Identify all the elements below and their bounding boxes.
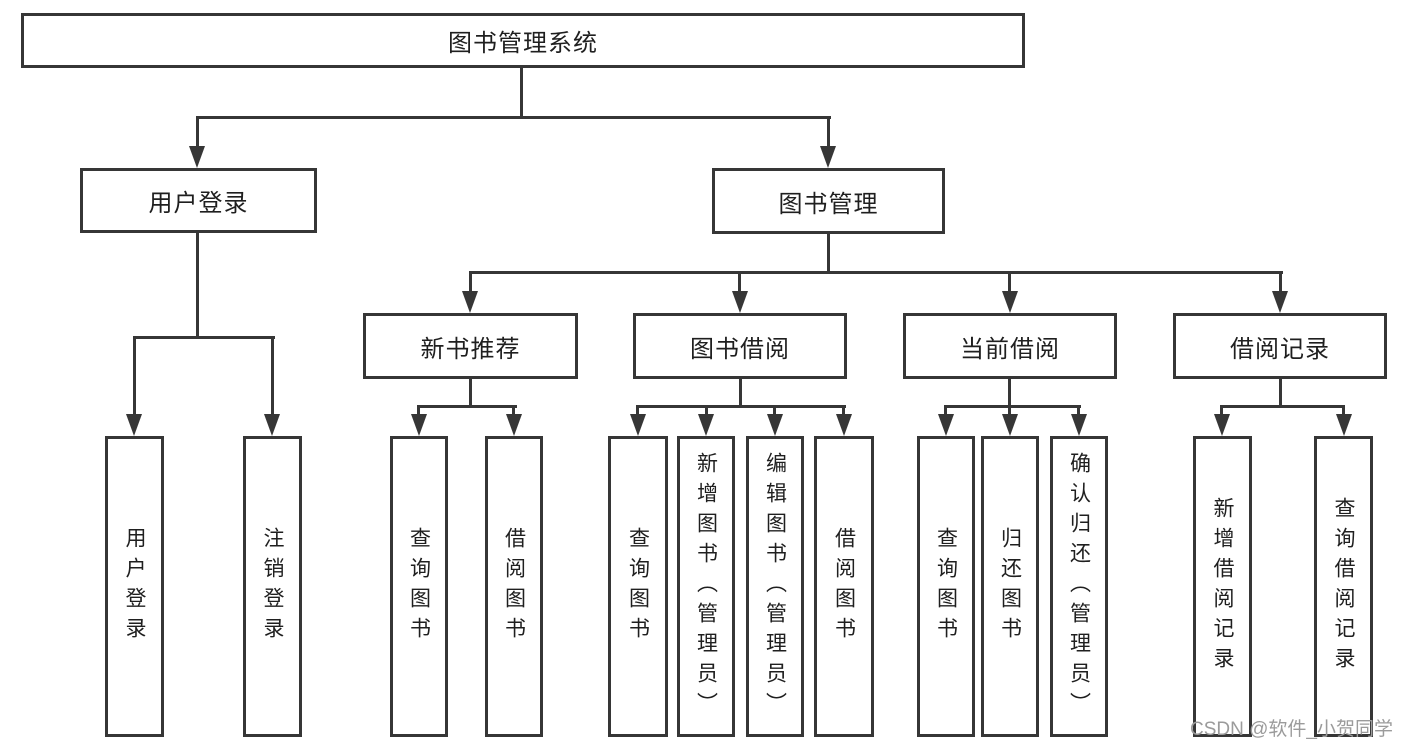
node-book-management-branch: 图书管理: [712, 168, 945, 234]
leaf-query-books-recommend: 查询图书: [390, 436, 448, 737]
connector-line: [1279, 271, 1282, 293]
connector-line: [1077, 405, 1080, 417]
connector-line: [271, 336, 274, 418]
connector-line: [196, 116, 199, 152]
connector-line: [827, 234, 830, 274]
connector-line: [133, 336, 136, 418]
arrowhead-down-icon: [1002, 414, 1018, 436]
leaf-add-borrow-record: 新增借阅记录: [1193, 436, 1252, 737]
arrowhead-down-icon: [836, 414, 852, 436]
leaf-query-borrow-record: 查询借阅记录: [1314, 436, 1373, 737]
node-label: 图书管理系统: [448, 30, 598, 57]
node-label: 借阅记录: [1230, 335, 1330, 363]
node-label: 新增图书（管理员）: [694, 451, 718, 722]
connector-line: [1008, 271, 1011, 293]
arrowhead-down-icon: [1002, 291, 1018, 313]
connector-line: [842, 405, 845, 417]
connector-line: [417, 405, 420, 417]
leaf-user-login: 用户登录: [105, 436, 164, 737]
node-label: 借阅图书: [832, 526, 856, 647]
connector-line: [196, 233, 199, 338]
arrowhead-down-icon: [938, 414, 954, 436]
node-label: 借阅图书: [502, 526, 526, 647]
arrowhead-down-icon: [462, 291, 478, 313]
node-label: 图书借阅: [690, 335, 790, 363]
connector-line: [1220, 405, 1223, 417]
arrowhead-down-icon: [189, 146, 205, 168]
node-user-login-branch: 用户登录: [80, 168, 317, 233]
arrowhead-down-icon: [732, 291, 748, 313]
connector-line: [469, 379, 472, 408]
node-label: 查询图书: [407, 526, 431, 647]
arrowhead-down-icon: [264, 414, 280, 436]
connector-line: [1279, 379, 1282, 408]
arrowhead-down-icon: [1071, 414, 1087, 436]
leaf-query-books-current: 查询图书: [917, 436, 975, 737]
node-label: 查询图书: [626, 526, 650, 647]
arrowhead-down-icon: [506, 414, 522, 436]
arrowhead-down-icon: [126, 414, 142, 436]
connector-line: [636, 405, 639, 417]
arrowhead-down-icon: [820, 146, 836, 168]
leaf-edit-book-admin: 编辑图书（管理员）: [746, 436, 804, 737]
node-root: 图书管理系统: [21, 13, 1025, 68]
connector-line: [1008, 379, 1011, 408]
node-label: 用户登录: [148, 190, 249, 217]
connector-line: [637, 405, 846, 408]
connector-line: [944, 405, 947, 417]
connector-line: [520, 68, 523, 118]
node-label: 查询借阅记录: [1332, 496, 1355, 677]
leaf-borrow-books-recommend: 借阅图书: [485, 436, 543, 737]
connector-line: [739, 379, 742, 408]
node-label: 新书推荐: [420, 335, 521, 363]
node-new-book-recommendation: 新书推荐: [363, 313, 578, 379]
arrowhead-down-icon: [767, 414, 783, 436]
arrowhead-down-icon: [1214, 414, 1230, 436]
connector-line: [705, 405, 708, 417]
node-label: 编辑图书（管理员）: [763, 451, 787, 722]
node-label: 用户登录: [123, 526, 146, 647]
arrowhead-down-icon: [698, 414, 714, 436]
node-label: 新增借阅记录: [1211, 496, 1234, 677]
connector-line: [738, 271, 741, 293]
node-label: 图书管理: [778, 190, 879, 218]
node-label: 归还图书: [998, 526, 1022, 647]
leaf-confirm-return-admin: 确认归还（管理员）: [1050, 436, 1108, 737]
connector-line: [1008, 405, 1011, 417]
arrowhead-down-icon: [630, 414, 646, 436]
node-current-borrowing: 当前借阅: [903, 313, 1117, 379]
connector-line: [512, 405, 515, 417]
connector-line: [418, 405, 517, 408]
connector-line: [1342, 405, 1345, 417]
node-label: 查询图书: [934, 526, 958, 647]
connector-line: [827, 116, 830, 152]
connector-line: [469, 271, 1283, 274]
node-book-borrowing: 图书借阅: [633, 313, 847, 379]
arrowhead-down-icon: [1272, 291, 1288, 313]
connector-line: [469, 271, 472, 293]
leaf-query-books-borrow: 查询图书: [608, 436, 668, 737]
node-label: 注销登录: [261, 526, 284, 647]
leaf-borrow-books-borrow: 借阅图书: [814, 436, 874, 737]
connector-line: [773, 405, 776, 417]
leaf-logout: 注销登录: [243, 436, 302, 737]
leaf-return-book: 归还图书: [981, 436, 1039, 737]
node-label: 确认归还（管理员）: [1067, 451, 1091, 722]
connector-line: [133, 336, 275, 339]
arrowhead-down-icon: [411, 414, 427, 436]
arrowhead-down-icon: [1336, 414, 1352, 436]
connector-line: [945, 405, 1081, 408]
connector-line: [196, 116, 831, 119]
connector-line: [1221, 405, 1345, 408]
node-label: 当前借阅: [960, 335, 1060, 363]
watermark: CSDN @软件_小贺同学: [1190, 719, 1393, 740]
node-borrowing-records: 借阅记录: [1173, 313, 1387, 379]
leaf-add-book-admin: 新增图书（管理员）: [677, 436, 735, 737]
